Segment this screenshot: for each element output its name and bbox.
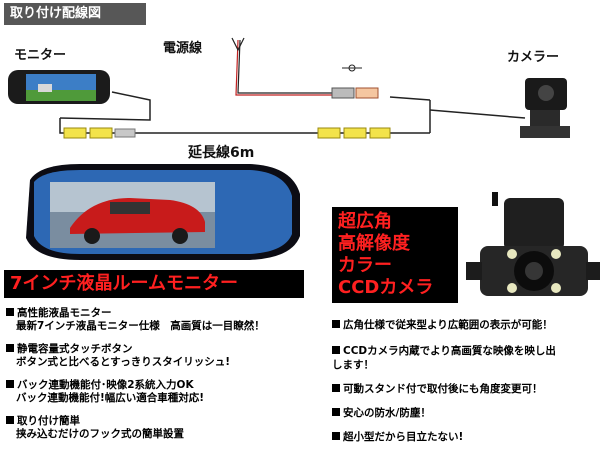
feature-item: バック連動機能付･映像2系統入力OK バック連動機能付!幅広い適合車種対応!: [6, 379, 326, 405]
camera-banner-line: CCDカメラ: [338, 277, 434, 298]
camera-product-image: [466, 192, 600, 296]
bullet-icon: [6, 308, 14, 316]
feature-title: バック連動機能付･映像2系統入力OK: [17, 379, 194, 391]
bullet-icon: [6, 380, 14, 388]
small-monitor-image: [8, 70, 110, 104]
bullet-icon: [6, 416, 14, 424]
feature-title: 取り付け簡単: [17, 415, 80, 427]
feature-item: 安心の防水/防塵！: [332, 406, 598, 420]
diagram-title: 取り付け配線図: [4, 3, 146, 25]
bullet-icon: [332, 346, 340, 354]
camera-banner-line: 高解像度: [338, 233, 410, 254]
bullet-icon: [332, 408, 340, 416]
yellow-connector: [317, 127, 391, 139]
camera-banner-line: 超広角: [338, 211, 392, 232]
monitor-product-image: [26, 164, 300, 260]
camera-banner: 超広角 高解像度 カラー CCDカメラ: [332, 207, 458, 303]
feature-text-cont: します！: [332, 359, 374, 371]
feature-text: CCDカメラ内蔵でより高画質な映像を映し出: [343, 345, 556, 357]
bullet-icon: [332, 320, 340, 328]
feature-item: 超小型だから目立たない!: [332, 430, 598, 444]
camera-feature-list: 広角仕様で従来型より広範囲の表示が可能！ CCDカメラ内蔵でより高画質な映像を映…: [332, 318, 598, 444]
feature-item: CCDカメラ内蔵でより高画質な映像を映し出 します！: [332, 344, 598, 372]
feature-desc: 挟み込むだけのフック式の簡単設置: [16, 428, 184, 440]
extension-cable-label: 延長線6m: [188, 145, 255, 161]
camera-image: [520, 78, 570, 138]
bullet-icon: [332, 432, 340, 440]
feature-desc: 最新7インチ液晶モニター仕様 高画質は一目瞭然！: [16, 320, 265, 332]
power-cable-label: 電源線: [163, 41, 203, 56]
power-connector: [331, 64, 379, 99]
feature-item: 可動スタンド付で取付後にも角度変更可！: [332, 382, 598, 396]
monitor-banner: 7インチ液晶ルームモニター: [4, 270, 304, 298]
feature-item: 広角仕様で従来型より広範囲の表示が可能！: [332, 318, 598, 332]
bullet-icon: [332, 384, 340, 392]
monitor-label: モニター: [14, 48, 67, 63]
feature-item: 静電容量式タッチボタン ボタン式と比べるとすっきりスタイリッシュ!: [6, 343, 326, 369]
monitor-feature-list: 高性能液晶モニター 最新7インチ液晶モニター仕様 高画質は一目瞭然！ 静電容量式…: [6, 307, 326, 441]
bullet-icon: [6, 344, 14, 352]
feature-text: 安心の防水/防塵！: [343, 407, 431, 419]
yellow-connector: [63, 127, 136, 139]
camera-banner-line: カラー: [338, 255, 392, 276]
wiring-diagram: [8, 37, 570, 139]
feature-text: 超小型だから目立たない!: [343, 431, 464, 443]
feature-item: 取り付け簡単 挟み込むだけのフック式の簡単設置: [6, 415, 326, 441]
feature-text: 広角仕様で従来型より広範囲の表示が可能！: [343, 319, 553, 331]
feature-title: 高性能液晶モニター: [17, 307, 112, 319]
feature-desc: バック連動機能付!幅広い適合車種対応!: [16, 392, 205, 404]
camera-label: カメラー: [507, 50, 560, 65]
feature-desc: ボタン式と比べるとすっきりスタイリッシュ!: [16, 356, 231, 368]
feature-text: 可動スタンド付で取付後にも角度変更可！: [343, 383, 543, 395]
feature-title: 静電容量式タッチボタン: [17, 343, 133, 355]
feature-item: 高性能液晶モニター 最新7インチ液晶モニター仕様 高画質は一目瞭然！: [6, 307, 326, 333]
